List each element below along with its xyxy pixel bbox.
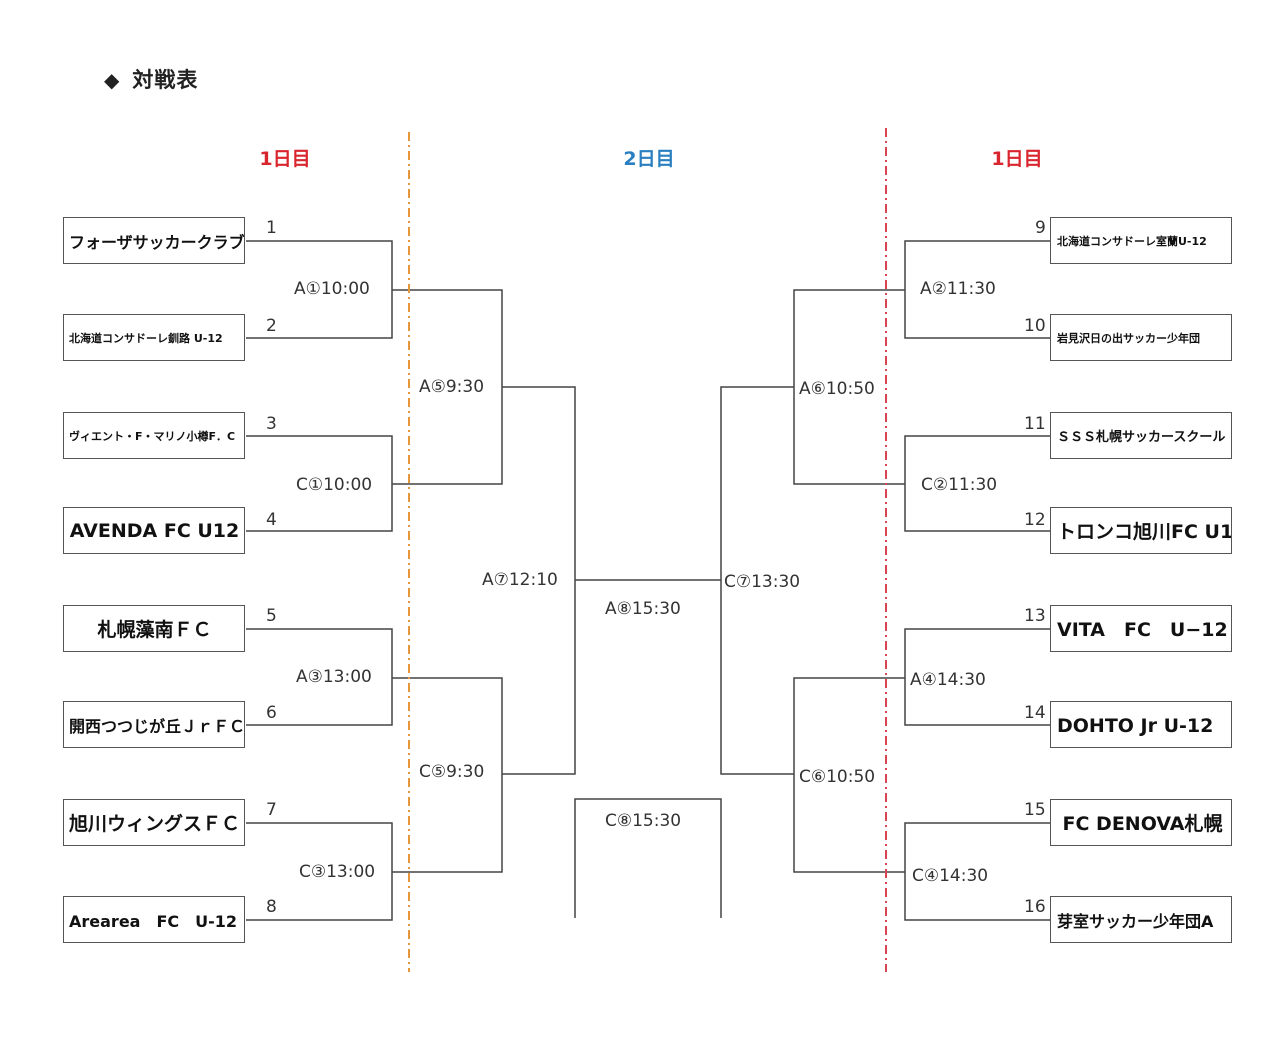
seed-number-1: 1 xyxy=(266,218,277,238)
seed-number-16: 16 xyxy=(1024,897,1046,917)
match-label-a7: A⑦12:10 xyxy=(482,570,558,590)
team-name: 芽室サッカー少年団A xyxy=(1057,911,1214,931)
page-title: ◆ 対戦表 xyxy=(104,64,198,94)
team-box-16: 芽室サッカー少年団A xyxy=(1050,896,1232,943)
seed-number-11: 11 xyxy=(1024,414,1046,434)
team-name: 北海道コンサドーレ釧路 U-12 xyxy=(69,331,223,345)
seed-number-3: 3 xyxy=(266,414,277,434)
team-name: ヴィエント・F・マリノ小樽F．C xyxy=(69,429,236,443)
team-name: フォーザサッカークラブ xyxy=(69,232,245,252)
team-name: AVENDA FC U12 xyxy=(69,519,240,542)
team-box-8: Arearea FC U-12 xyxy=(63,896,245,943)
team-box-5: 札幌藻南ＦＣ xyxy=(63,605,245,652)
seed-number-13: 13 xyxy=(1024,606,1046,626)
seed-number-9: 9 xyxy=(1035,218,1046,238)
team-box-11: ＳＳＳ札幌サッカースクール xyxy=(1050,412,1232,459)
seed-number-5: 5 xyxy=(266,606,277,626)
team-name: DOHTO Jr U-12 A xyxy=(1057,715,1232,737)
team-box-4: AVENDA FC U12 xyxy=(63,507,245,554)
match-label-c4: C④14:30 xyxy=(912,866,989,886)
match-label-third-place: C⑧15:30 xyxy=(605,811,682,831)
match-label-a6: A⑥10:50 xyxy=(799,379,875,399)
match-label-a3: A③13:00 xyxy=(296,667,372,687)
seed-number-12: 12 xyxy=(1024,510,1046,530)
bracket-connectors xyxy=(246,240,1050,921)
team-box-12: トロンコ旭川FC U12 xyxy=(1050,507,1232,554)
match-label-a1: A①10:00 xyxy=(294,279,370,299)
day-label-left: 1日目 xyxy=(259,148,311,170)
page-title-text: 対戦表 xyxy=(132,68,199,92)
seed-number-7: 7 xyxy=(266,800,277,820)
day-label-center: 2日目 xyxy=(623,148,675,170)
match-label-a2: A②11:30 xyxy=(920,279,996,299)
team-name: Arearea FC U-12 xyxy=(69,911,238,931)
team-name: トロンコ旭川FC U12 xyxy=(1057,521,1232,543)
team-name: ＳＳＳ札幌サッカースクール xyxy=(1057,430,1226,445)
team-box-13: VITA FC U−12 xyxy=(1050,605,1232,652)
team-box-14: DOHTO Jr U-12 A xyxy=(1050,701,1232,748)
day-label-right: 1日目 xyxy=(991,148,1043,170)
seed-number-4: 4 xyxy=(266,510,277,530)
team-name: 開西つつじが丘ＪｒＦＣ xyxy=(69,716,245,736)
seed-number-15: 15 xyxy=(1024,800,1046,820)
team-name: 北海道コンサドーレ室蘭U-12 xyxy=(1057,234,1207,248)
team-name: VITA FC U−12 xyxy=(1057,619,1228,641)
match-label-c1: C①10:00 xyxy=(296,475,373,495)
team-name: 札幌藻南ＦＣ xyxy=(97,619,212,641)
team-box-1: フォーザサッカークラブ xyxy=(63,217,245,264)
connector-third-place xyxy=(574,798,722,918)
connector-right-r1-a4 xyxy=(904,628,1050,726)
seed-number-6: 6 xyxy=(266,703,277,723)
match-label-c5: C⑤9:30 xyxy=(419,762,485,782)
seed-number-10: 10 xyxy=(1024,316,1046,336)
team-name: FC DENOVA札幌 xyxy=(1062,813,1223,835)
match-label-c7: C⑦13:30 xyxy=(724,572,801,592)
connector-left-r2-c5 xyxy=(392,677,503,873)
match-label-c2: C②11:30 xyxy=(921,475,998,495)
team-box-3: ヴィエント・F・マリノ小樽F．C xyxy=(63,412,245,459)
team-name: 旭川ウィングスＦＣ xyxy=(69,813,241,835)
seed-number-8: 8 xyxy=(266,897,277,917)
match-label-final: A⑧15:30 xyxy=(605,599,681,619)
team-name: 岩見沢日の出サッカー少年団 xyxy=(1057,331,1200,345)
diamond-icon: ◆ xyxy=(104,68,121,92)
connector-right-r2-c6 xyxy=(793,677,905,873)
match-label-c3: C③13:00 xyxy=(299,862,376,882)
match-label-c6: C⑥10:50 xyxy=(799,767,876,787)
team-box-9: 北海道コンサドーレ室蘭U-12 xyxy=(1050,217,1232,264)
connector-left-r1-a3 xyxy=(246,628,393,726)
seed-number-14: 14 xyxy=(1024,703,1046,723)
team-box-7: 旭川ウィングスＦＣ xyxy=(63,799,245,846)
team-box-15: FC DENOVA札幌 xyxy=(1050,799,1232,846)
seed-number-2: 2 xyxy=(266,316,277,336)
team-box-6: 開西つつじが丘ＪｒＦＣ xyxy=(63,701,245,748)
team-box-2: 北海道コンサドーレ釧路 U-12 xyxy=(63,314,245,361)
match-label-a4: A④14:30 xyxy=(910,670,986,690)
match-label-a5: A⑤9:30 xyxy=(419,377,485,397)
team-box-10: 岩見沢日の出サッカー少年団 xyxy=(1050,314,1232,361)
